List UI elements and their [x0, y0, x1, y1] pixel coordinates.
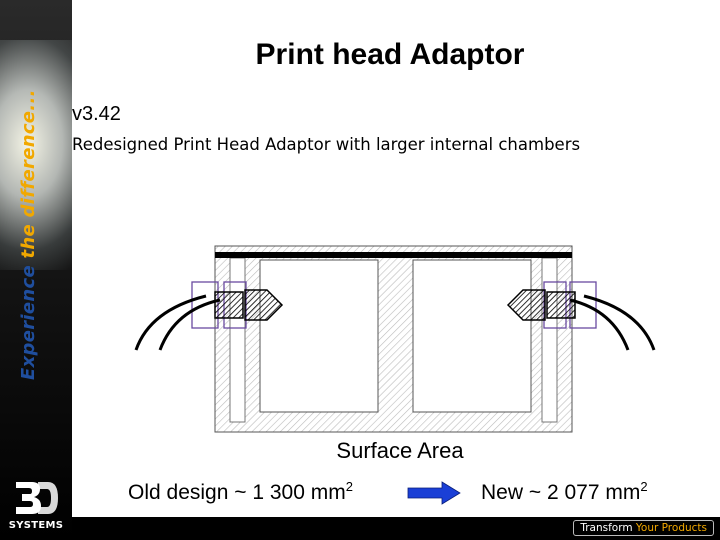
old-design-text: Old design ~ 1 300 mm — [128, 481, 346, 504]
footer-bar: Transform Your Products — [72, 517, 720, 540]
tagline-part-1: Experience — [18, 258, 39, 380]
old-design-value: Old design ~ 1 300 mm2 — [128, 479, 353, 505]
version-label: v3.42 — [72, 103, 121, 125]
logo-text: SYSTEMS — [8, 520, 64, 531]
left-connector — [134, 281, 284, 351]
light-bulb-image — [0, 40, 72, 270]
slide-title: Print head Adaptor — [255, 38, 525, 71]
right-connector — [506, 281, 656, 351]
old-design-superscript: 2 — [345, 479, 353, 494]
3d-systems-logo-icon — [16, 482, 58, 514]
tagline-part-2: the difference... — [18, 89, 39, 259]
new-design-superscript: 2 — [640, 479, 648, 494]
surface-area-label: Surface Area — [336, 438, 464, 463]
footer-badge: Transform Your Products — [573, 520, 714, 536]
slide-subtitle: Redesigned Print Head Adaptor with large… — [72, 135, 581, 154]
right-arrow-icon — [407, 481, 461, 505]
print-head-adaptor-diagram — [134, 245, 656, 433]
footer-badge-part-2: Your Products — [635, 522, 707, 534]
new-design-value: New ~ 2 077 mm2 — [481, 479, 648, 505]
tagline: Experience the difference... — [18, 89, 39, 380]
sidebar-banner: Experience the difference... SYSTEMS — [0, 0, 72, 540]
new-design-text: New ~ 2 077 mm — [481, 481, 641, 504]
footer-badge-part-1: Transform — [580, 522, 636, 534]
adaptor-body — [214, 245, 573, 433]
